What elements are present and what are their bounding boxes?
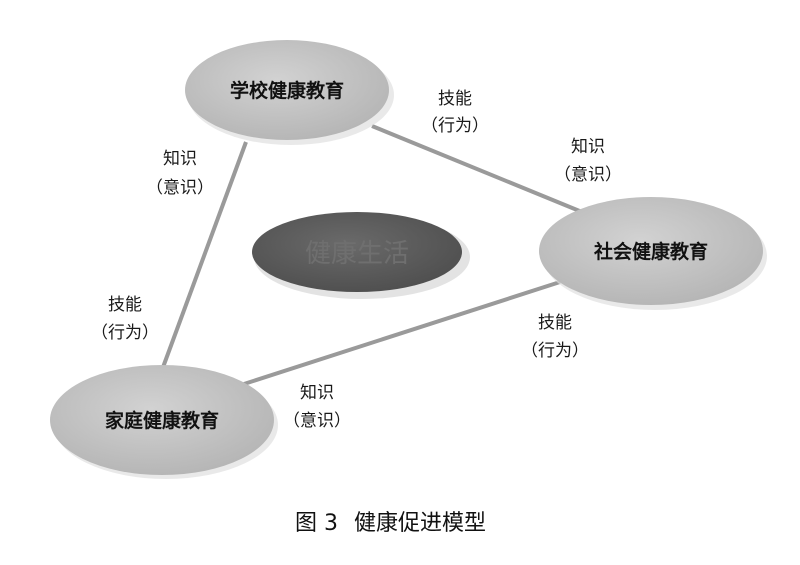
edge-school-society	[371, 124, 583, 214]
edge-school-family	[160, 141, 248, 371]
school-node	[185, 40, 389, 140]
center-label: 健康生活	[305, 239, 409, 269]
edge-label-school-society-bottom-line2: （意识）	[554, 165, 622, 185]
edge-label-school-family-top-line2: （意识）	[146, 178, 214, 198]
society-node-label: 社会健康教育	[593, 240, 708, 263]
family-node-label: 家庭健康教育	[105, 409, 219, 432]
edge-society-family	[243, 280, 561, 386]
edge-label-school-family-top-line1: 知识	[163, 149, 197, 169]
figure-title: 健康促进模型	[354, 511, 486, 536]
edge-label-school-family-bottom-line2: （行为）	[91, 323, 159, 343]
edge-label-school-family-bottom-line1: 技能	[108, 295, 142, 315]
edge-label-society-family-top-line2: （行为）	[521, 341, 589, 361]
edge-label-school-society-bottom-line1: 知识	[571, 137, 605, 157]
edge-label-society-family-bottom-line1: 知识	[300, 383, 334, 403]
edge-label-society-family-bottom-line2: （意识）	[283, 411, 351, 431]
center-ellipse	[252, 212, 462, 292]
school-node-label: 学校健康教育	[230, 79, 344, 102]
edge-label-school-society-top-line2: （行为）	[421, 116, 489, 136]
society-node	[539, 197, 763, 305]
edge-label-society-family-top-line1: 技能	[538, 313, 572, 333]
edge-label-school-society-top-line1: 技能	[438, 89, 472, 109]
figure-number: 图 3	[295, 511, 338, 536]
family-node	[50, 365, 274, 475]
